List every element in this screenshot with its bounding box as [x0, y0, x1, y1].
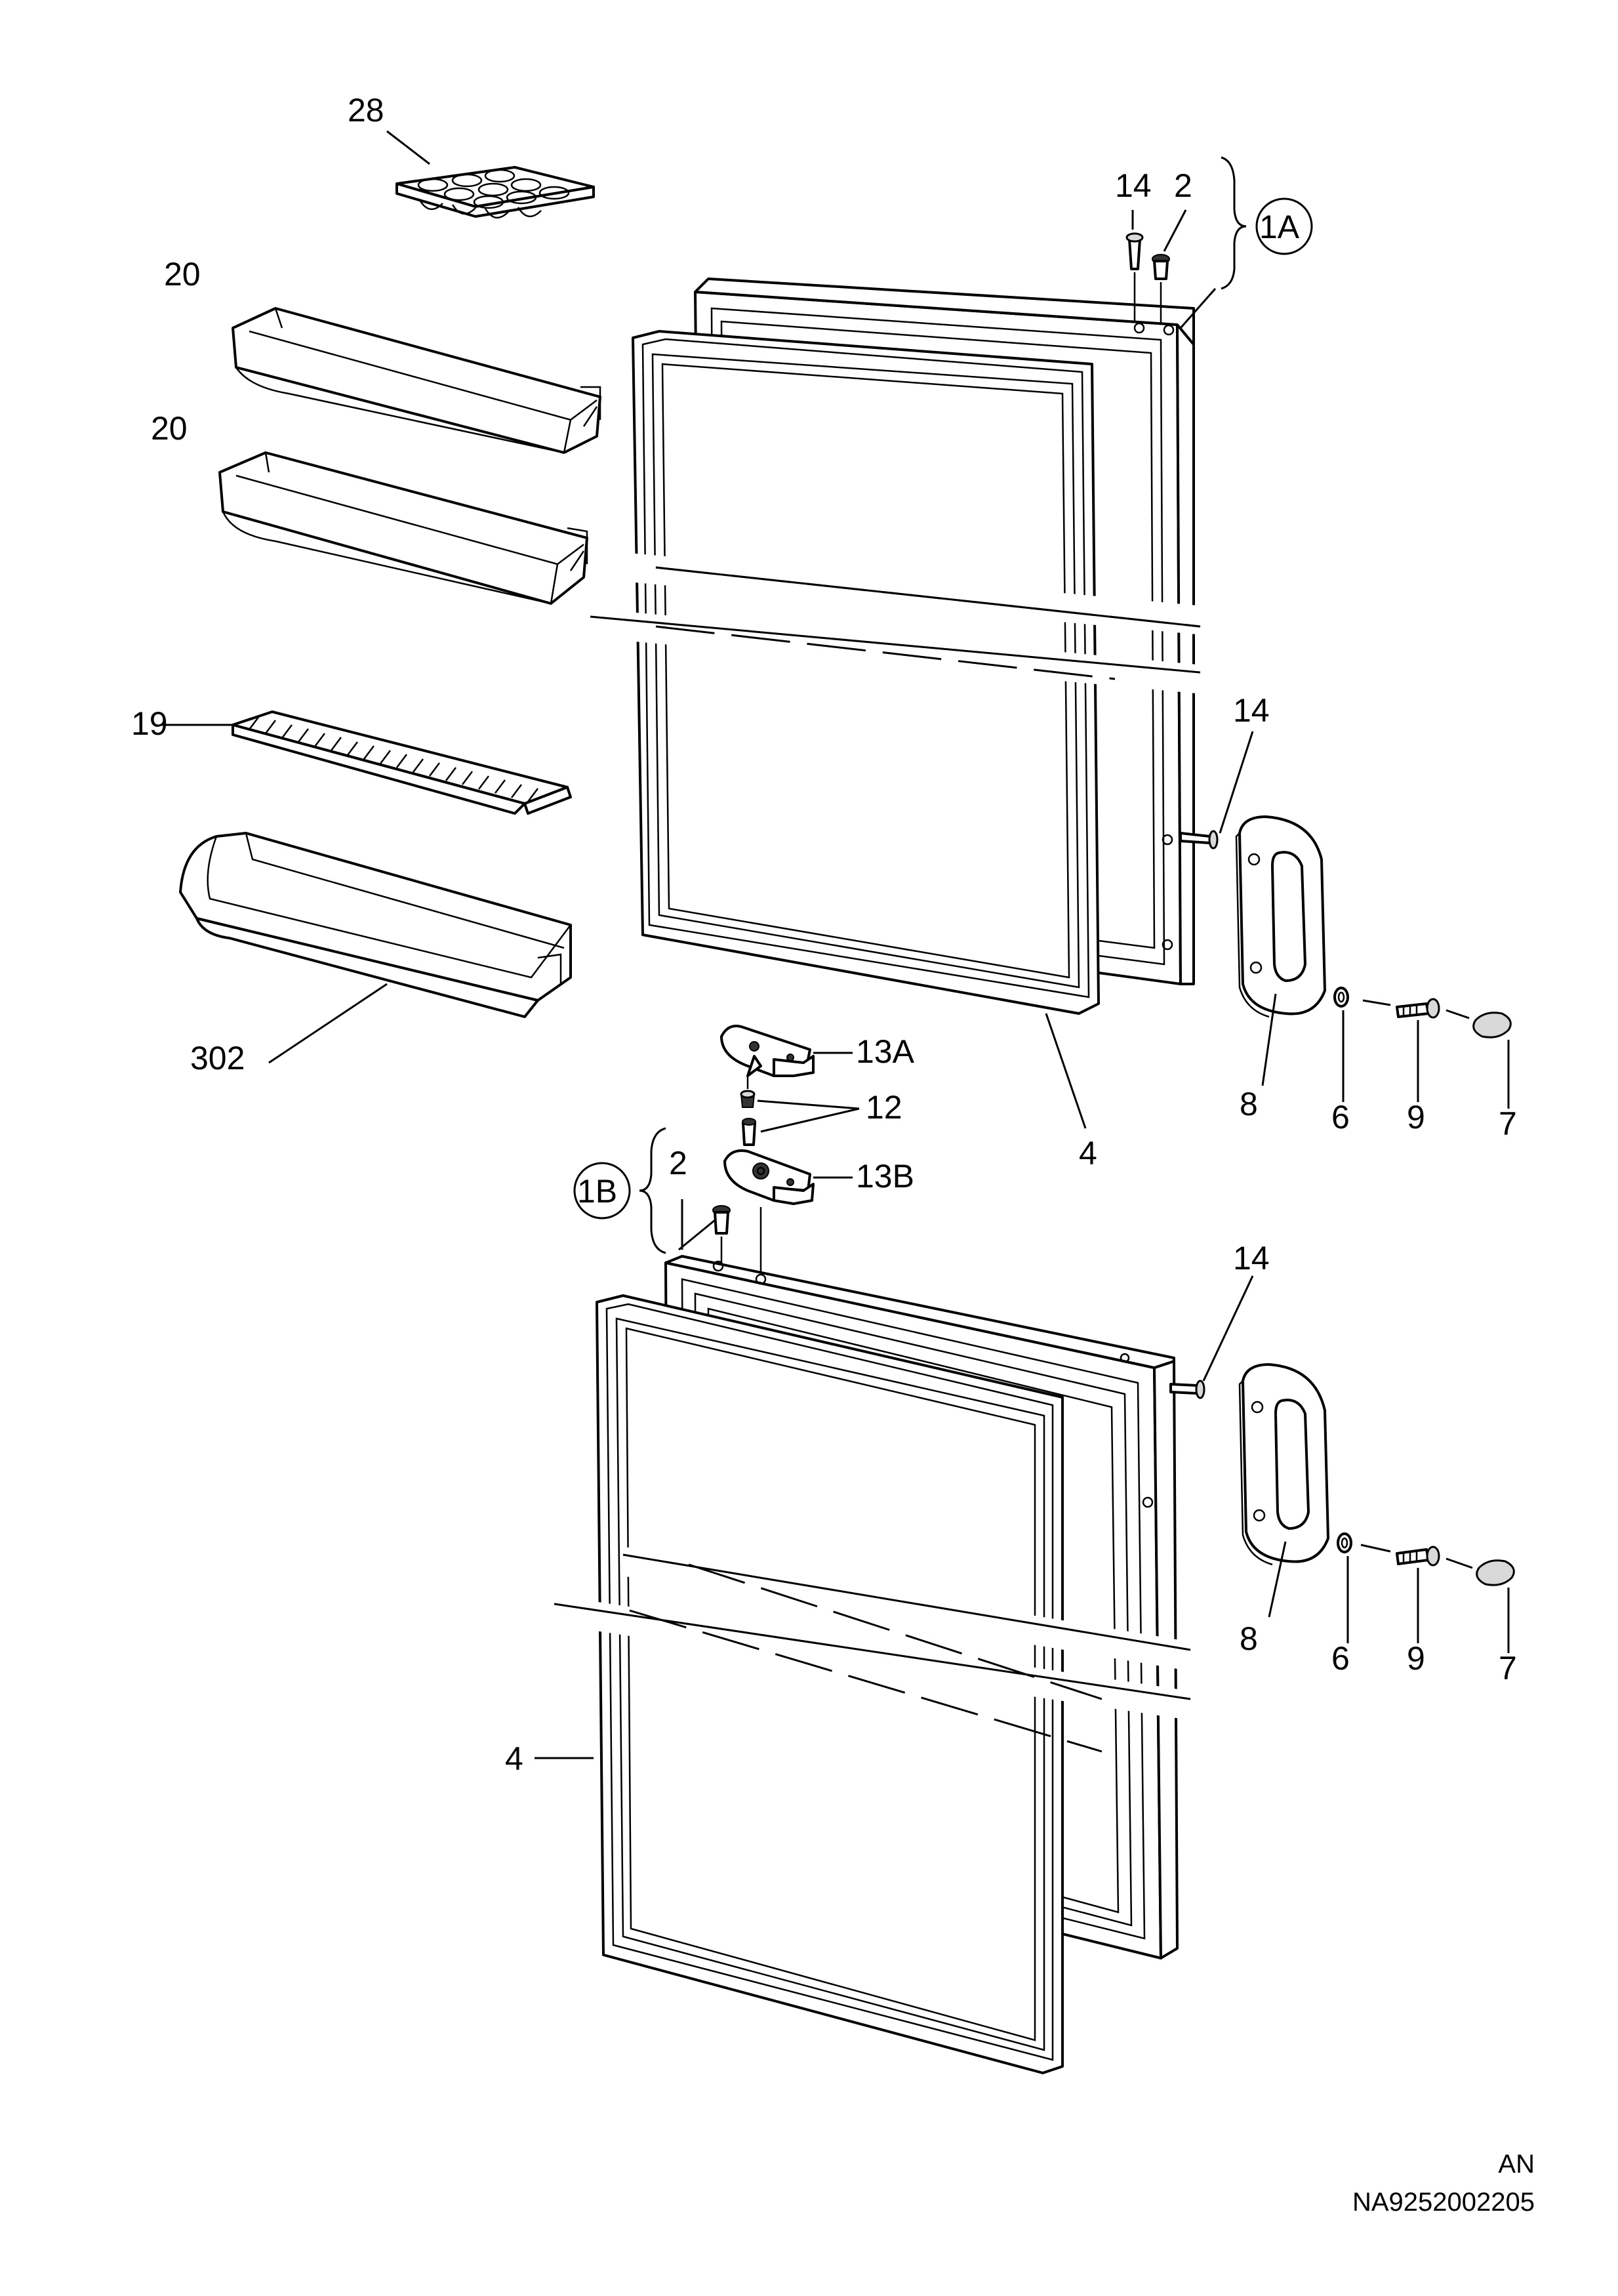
label-14-lower-handle: 14 — [1233, 1240, 1270, 1277]
leader-lines — [161, 130, 1510, 1759]
label-1B: 1B — [577, 1173, 617, 1210]
label-13B: 13B — [856, 1158, 914, 1195]
screw-part-2-bottom — [712, 1205, 731, 1263]
egg-tray-part-28 — [395, 166, 595, 218]
label-14-top: 14 — [1115, 167, 1152, 204]
label-6-lower: 6 — [1331, 1640, 1350, 1677]
part-labels: 28 20 20 19 302 14 2 1A 14 13A 12 13B 4 … — [131, 92, 1517, 1777]
label-2-top: 2 — [1174, 167, 1192, 204]
lower-door-gasket-part-4 — [596, 1294, 1064, 2074]
label-4-lower: 4 — [505, 1740, 523, 1777]
label-7-upper: 7 — [1499, 1105, 1517, 1142]
label-2-bottom: 2 — [669, 1145, 687, 1181]
label-14-upper-handle: 14 — [1233, 692, 1270, 729]
washer-part-6-lower — [1337, 1532, 1352, 1553]
hinge-part-13B — [723, 1149, 815, 1279]
bottle-shelf-part-302 — [179, 832, 572, 1018]
pin-part-14-lower-handle — [1169, 1380, 1205, 1399]
pin-part-12-upper — [740, 1076, 756, 1108]
footer-code: AN — [1498, 2150, 1535, 2179]
label-20-lower: 20 — [151, 410, 188, 447]
screw-part-9-lower — [1396, 1546, 1440, 1567]
handle-part-8-upper — [1235, 815, 1326, 1018]
cap-part-7-lower — [1476, 1559, 1515, 1586]
label-28: 28 — [348, 92, 384, 129]
upper-door-gasket-part-4 — [632, 330, 1100, 1015]
label-302: 302 — [190, 1040, 245, 1076]
hinge-part-13A — [720, 1025, 815, 1077]
lower-door-break-lines — [554, 1547, 1193, 1753]
handle-part-8-lower — [1238, 1363, 1329, 1566]
shelf-grid-part-19 — [232, 710, 572, 815]
label-8-lower: 8 — [1240, 1620, 1258, 1657]
drawing-footer: AN NA9252002205 — [1352, 2150, 1535, 2217]
footer-drawing-number: NA9252002205 — [1352, 2188, 1535, 2217]
upper-door-break-lines — [590, 550, 1201, 693]
label-6-upper: 6 — [1331, 1099, 1350, 1136]
door-shelf-part-20-upper — [232, 307, 601, 454]
label-20-upper: 20 — [164, 256, 201, 293]
label-4-upper: 4 — [1079, 1135, 1097, 1172]
washer-part-6-upper — [1333, 987, 1349, 1008]
pin-part-14-top — [1125, 232, 1144, 321]
label-13A: 13A — [856, 1033, 915, 1070]
label-9-upper: 9 — [1407, 1099, 1425, 1136]
door-shelf-part-20-lower — [218, 451, 588, 605]
screw-part-2-top — [1152, 254, 1170, 325]
label-1A: 1A — [1259, 209, 1300, 245]
label-9-lower: 9 — [1407, 1640, 1425, 1677]
label-7-lower: 7 — [1499, 1650, 1517, 1687]
brace-1B — [573, 1127, 666, 1254]
label-19: 19 — [131, 705, 168, 742]
screw-part-9-upper — [1396, 998, 1440, 1019]
brace-1A — [1221, 156, 1313, 290]
pin-part-14-upper-handle — [1179, 830, 1219, 850]
label-8-upper: 8 — [1240, 1086, 1258, 1122]
label-12: 12 — [866, 1089, 902, 1126]
cap-part-7-upper — [1472, 1012, 1512, 1038]
pin-part-12-lower — [742, 1118, 756, 1146]
